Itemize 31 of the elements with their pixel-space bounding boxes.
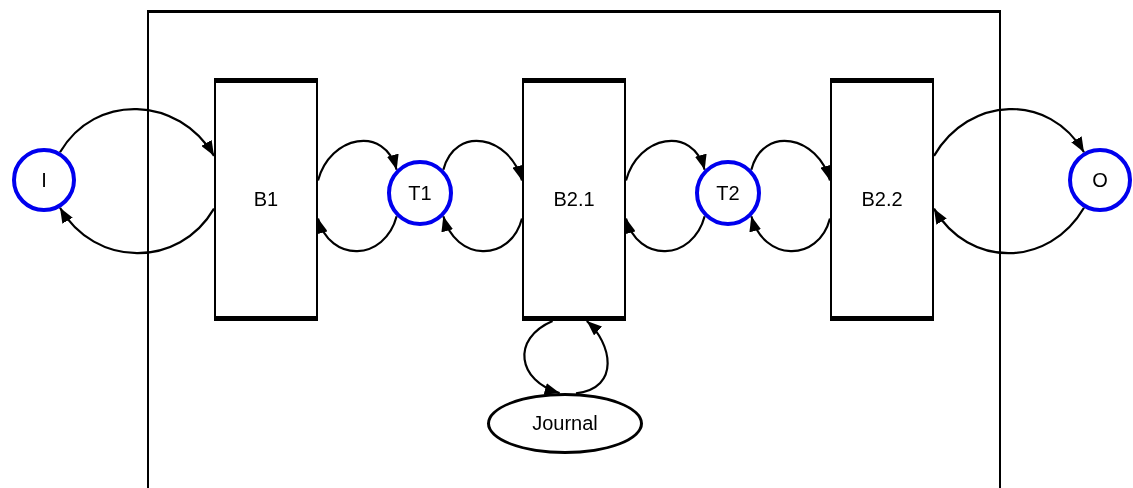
node-label: B2.1 (553, 188, 595, 211)
arrow (624, 139, 706, 181)
arrow (750, 215, 832, 253)
node-label: Journal (532, 412, 598, 435)
circle-node (387, 160, 453, 226)
system-boundary (147, 10, 1001, 488)
node-label: T1 (408, 181, 432, 205)
node-label: I (41, 168, 47, 192)
arrow (442, 215, 524, 253)
arrow (624, 215, 706, 253)
node-label: B1 (253, 188, 279, 211)
arrow (523, 320, 560, 395)
arrow (316, 139, 398, 181)
arrow (442, 139, 524, 181)
node-label: O (1092, 168, 1108, 192)
arrow (575, 320, 609, 395)
node-label: T2 (716, 181, 740, 205)
arrow (933, 108, 1085, 157)
arrow (316, 215, 398, 253)
arrow (750, 139, 832, 181)
process-box (830, 78, 934, 321)
arrow (59, 108, 215, 157)
arrow (59, 207, 215, 255)
ellipse-node (487, 393, 643, 454)
process-box (522, 78, 626, 321)
circle-node (12, 148, 76, 212)
circle-node (695, 160, 761, 226)
circle-node (1068, 148, 1132, 212)
node-label: B2.2 (861, 188, 903, 211)
arrow (933, 207, 1085, 255)
process-box (214, 78, 318, 321)
